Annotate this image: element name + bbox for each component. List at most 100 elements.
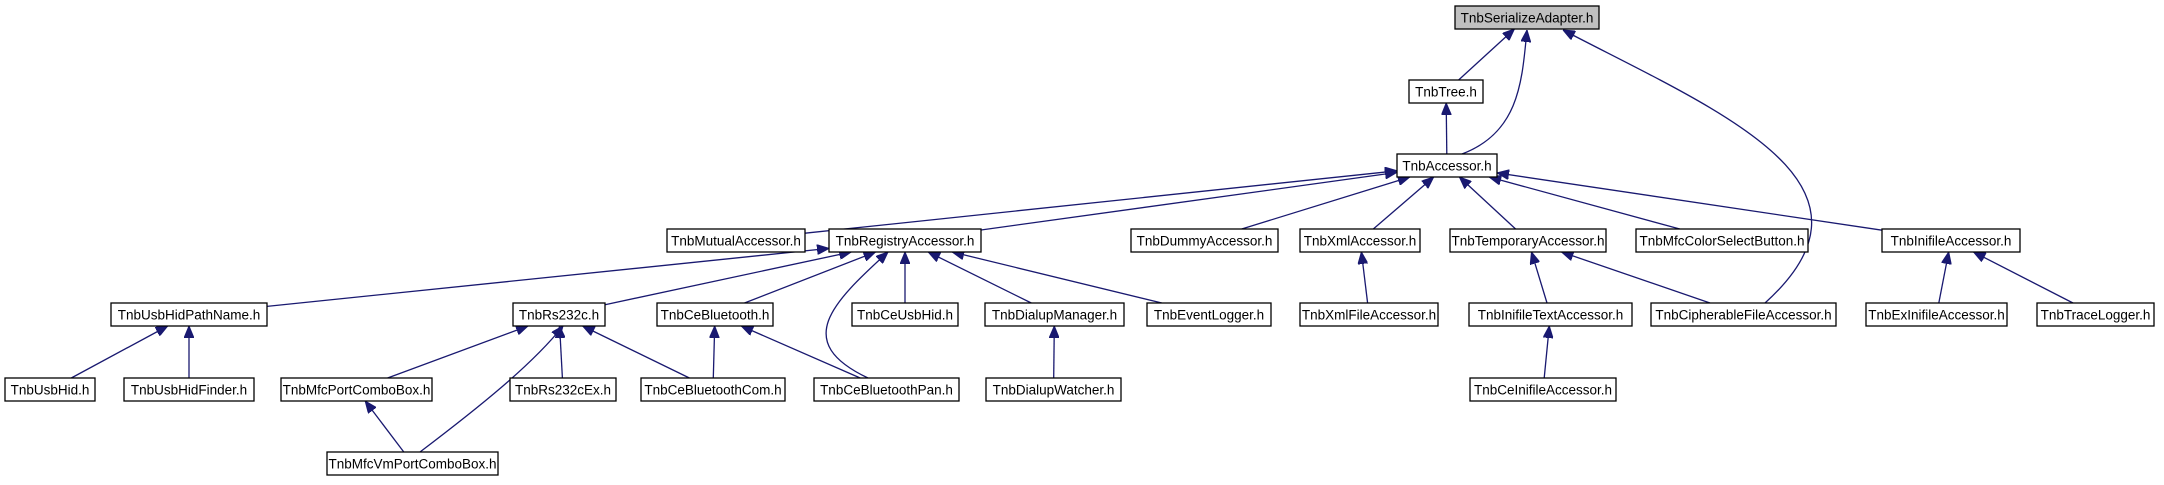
node-cebt[interactable]: TnbCeBluetooth.h [656, 302, 774, 327]
node-tree[interactable]: TnbTree.h [1408, 79, 1484, 104]
edge-vmportcombo-to-portcombo [365, 401, 405, 453]
edge-colorbtn-to-accessor [1489, 177, 1680, 230]
edge-tree-to-serialize [1458, 29, 1515, 81]
node-exini[interactable]: TnbExInifileAccessor.h [1865, 302, 2008, 327]
edge-cebtpan-to-cebt [741, 325, 861, 379]
node-serialize: TnbSerializeAdapter.h [1454, 5, 1600, 30]
node-box [851, 302, 959, 327]
edge-eventlog-to-registry [952, 252, 1162, 304]
node-initext[interactable]: TnbInifileTextAccessor.h [1468, 302, 1633, 327]
node-box [984, 302, 1125, 327]
node-label: TnbMfcColorSelectButton.h [1639, 234, 1804, 249]
node-box [110, 302, 268, 327]
node-box [1299, 228, 1421, 253]
node-temporary[interactable]: TnbTemporaryAccessor.h [1449, 228, 1607, 253]
edge-dialupwatch-to-dialupmgr [1054, 326, 1055, 379]
node-cebtcom[interactable]: TnbCeBluetoothCom.h [640, 377, 786, 402]
node-label: TnbMfcVmPortComboBox.h [328, 457, 496, 472]
node-ceinifile[interactable]: TnbCeInifileAccessor.h [1469, 377, 1617, 402]
edge-cebtcom-to-rs232c [583, 325, 690, 379]
edge-dialupmgr-to-registry [928, 251, 1032, 304]
node-tracelog[interactable]: TnbTraceLogger.h [2036, 302, 2155, 327]
node-box [1469, 377, 1617, 402]
edge-cebtcom-to-cebt [713, 326, 714, 379]
node-cebtpan[interactable]: TnbCeBluetoothPan.h [813, 377, 960, 402]
node-box [1396, 153, 1498, 178]
edge-inifile-to-accessor [1497, 173, 1883, 231]
node-rs232c[interactable]: TnbRs232c.h [512, 302, 606, 327]
node-box [1881, 228, 2021, 253]
node-label: TnbTree.h [1415, 85, 1477, 100]
node-mutual[interactable]: TnbMutualAccessor.h [666, 228, 806, 253]
node-box [1299, 302, 1439, 327]
edge-vmportcombo-to-rs232c [419, 326, 563, 453]
node-label: TnbCipherableFileAccessor.h [1655, 308, 1831, 323]
edge-usbhidpath-to-registry [266, 248, 829, 308]
node-label: TnbCeUsbHid.h [857, 308, 953, 323]
node-inifile[interactable]: TnbInifileAccessor.h [1881, 228, 2021, 253]
node-xmlfile[interactable]: TnbXmlFileAccessor.h [1299, 302, 1439, 327]
node-colorbtn[interactable]: TnbMfcColorSelectButton.h [1635, 228, 1809, 253]
node-box [512, 302, 606, 327]
edge-cipher-to-serialize [1563, 30, 1813, 304]
node-cipher[interactable]: TnbCipherableFileAccessor.h [1650, 302, 1837, 327]
node-label: TnbRegistryAccessor.h [836, 234, 975, 249]
edge-accessor-to-tree [1446, 103, 1447, 155]
node-label: TnbCeInifileAccessor.h [1474, 383, 1612, 398]
node-box [1130, 228, 1279, 253]
node-label: TnbMutualAccessor.h [671, 234, 801, 249]
edge-accessor-to-serialize [1461, 30, 1527, 155]
edge-tracelog-to-inifile [1974, 252, 2074, 304]
edge-temporary-to-accessor [1459, 177, 1517, 230]
node-usbhidpath[interactable]: TnbUsbHidPathName.h [110, 302, 268, 327]
node-box [1865, 302, 2008, 327]
node-box [1449, 228, 1607, 253]
node-dialupmgr[interactable]: TnbDialupManager.h [984, 302, 1125, 327]
node-label: TnbDummyAccessor.h [1137, 234, 1273, 249]
node-label: TnbMfcPortComboBox.h [283, 383, 431, 398]
node-label: TnbTraceLogger.h [2041, 308, 2151, 323]
node-eventlog[interactable]: TnbEventLogger.h [1146, 302, 1272, 327]
node-box [4, 377, 96, 402]
node-vmportcombo[interactable]: TnbMfcVmPortComboBox.h [326, 451, 499, 476]
node-label: TnbUsbHidPathName.h [118, 308, 261, 323]
node-label: TnbXmlFileAccessor.h [1302, 308, 1436, 323]
node-box [985, 377, 1122, 402]
node-box [813, 377, 960, 402]
node-box [280, 377, 433, 402]
node-label: TnbEventLogger.h [1154, 308, 1264, 323]
node-label: TnbRs232cEx.h [515, 383, 611, 398]
node-xmlacc[interactable]: TnbXmlAccessor.h [1299, 228, 1421, 253]
edge-registry-to-accessor [980, 172, 1397, 231]
node-rs232cex[interactable]: TnbRs232cEx.h [509, 377, 617, 402]
node-dummy[interactable]: TnbDummyAccessor.h [1130, 228, 1279, 253]
node-usbhidfinder[interactable]: TnbUsbHidFinder.h [123, 377, 255, 402]
node-label: TnbXmlAccessor.h [1304, 234, 1417, 249]
edge-dummy-to-accessor [1241, 177, 1410, 230]
edge-initext-to-temporary [1532, 252, 1548, 304]
node-label: TnbRs232c.h [519, 308, 599, 323]
node-box [2036, 302, 2155, 327]
node-usbhid[interactable]: TnbUsbHid.h [4, 377, 96, 402]
edge-xmlfile-to-xmlacc [1361, 252, 1369, 304]
node-box [1146, 302, 1272, 327]
node-label: TnbUsbHidFinder.h [131, 383, 247, 398]
edges-layer [70, 29, 2074, 453]
nodes-layer: TnbSerializeAdapter.hTnbTree.hTnbAccesso… [4, 5, 2155, 476]
node-box [1468, 302, 1633, 327]
node-label: TnbTemporaryAccessor.h [1451, 234, 1604, 249]
node-label: TnbCeBluetoothCom.h [644, 383, 781, 398]
edge-mutual-to-accessor [804, 171, 1397, 234]
node-portcombo[interactable]: TnbMfcPortComboBox.h [280, 377, 433, 402]
node-dialupwatch[interactable]: TnbDialupWatcher.h [985, 377, 1122, 402]
edge-usbhid-to-usbhidpath [70, 326, 167, 379]
node-registry[interactable]: TnbRegistryAccessor.h [828, 228, 982, 253]
node-accessor[interactable]: TnbAccessor.h [1396, 153, 1498, 178]
edge-cebtpan-to-registry [825, 252, 888, 379]
node-box [666, 228, 806, 253]
node-ceusbhid[interactable]: TnbCeUsbHid.h [851, 302, 959, 327]
node-label: TnbInifileAccessor.h [1891, 234, 2012, 249]
node-label: TnbUsbHid.h [11, 383, 90, 398]
node-box [1408, 79, 1484, 104]
